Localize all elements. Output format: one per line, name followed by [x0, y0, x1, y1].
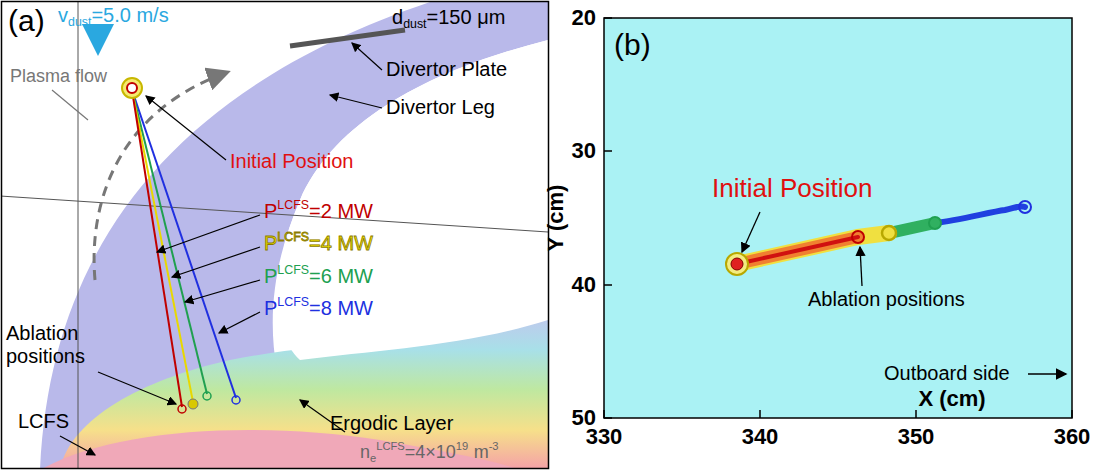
power-label: PLCFS=2 MW	[264, 198, 373, 223]
label-text: LCFS	[277, 295, 309, 309]
label-text: P	[264, 297, 277, 319]
tick-label: 340	[742, 424, 779, 449]
density-note: neLCFS=4×1019 m-3	[360, 440, 499, 465]
direction-label: Outboard side	[884, 362, 1010, 385]
label-text: Initial Position	[712, 173, 872, 203]
dust-size: ddust=150 μm	[392, 6, 505, 32]
label-text: X (cm)	[918, 386, 985, 411]
label-text: 360	[1054, 424, 1091, 449]
label-text: LCFS	[18, 410, 69, 432]
axis-title: X (cm)	[918, 386, 985, 411]
label-text: m	[474, 442, 489, 462]
label-text: LCFS	[376, 440, 405, 452]
label-text: n	[360, 442, 370, 462]
label-text: dust	[403, 17, 426, 31]
label-text: =150 μm	[427, 6, 506, 28]
tick-label: 330	[586, 424, 623, 449]
label-text: 20	[572, 5, 596, 30]
label-text: Ablation positions	[6, 322, 85, 367]
label-text: -3	[489, 440, 499, 452]
label-text: Ablation positions	[808, 288, 965, 310]
label-text: LCFS	[277, 198, 309, 212]
ablation-label: Ablation positions	[808, 288, 965, 311]
position-label: Initial Position	[712, 174, 872, 204]
panel-a-illustration	[2, 2, 548, 468]
axis-title: Y (cm)	[543, 185, 568, 252]
power-label: PLCFS=4 MW	[264, 230, 373, 255]
label-text: v	[58, 4, 68, 26]
label-text: 19	[456, 440, 468, 452]
tick-label: 40	[572, 272, 596, 297]
label-text: LCFS	[277, 230, 309, 244]
power-label: PLCFS=6 MW	[264, 263, 373, 288]
ablation-label: Ablation positions	[6, 322, 106, 368]
label-text: e	[370, 452, 376, 464]
label-text: 40	[572, 272, 596, 297]
panel-letter: (a)	[8, 4, 45, 39]
power-label: PLCFS=8 MW	[264, 295, 373, 320]
label-text: =8 MW	[309, 297, 373, 319]
part-label: Divertor Leg	[386, 96, 495, 119]
label-text: =5.0 m/s	[91, 4, 168, 26]
label-text: =2 MW	[309, 200, 373, 222]
dust-trajectory	[737, 206, 1025, 264]
label-text: LCFS	[277, 263, 309, 277]
label-text: Outboard side	[884, 362, 1010, 384]
label-text: Plasma flow	[10, 66, 107, 86]
label-text: =4 MW	[309, 232, 373, 254]
label-text: =6 MW	[309, 265, 373, 287]
label-text: P	[264, 200, 277, 222]
tick-label: 30	[572, 138, 596, 163]
panel-letter: (b)	[614, 28, 651, 63]
label-text: 330	[586, 424, 623, 449]
tick-label: 350	[898, 424, 935, 449]
label-text: Divertor Plate	[386, 58, 507, 80]
label-text: 350	[898, 424, 935, 449]
flow-label: Plasma flow	[10, 66, 107, 87]
dust-velocity: vdust=5.0 m/s	[58, 4, 169, 30]
part-label: Divertor Plate	[386, 58, 507, 81]
label-text: dust	[68, 15, 91, 29]
label-text: Ergodic Layer	[330, 412, 453, 434]
label-text: P	[264, 232, 277, 254]
plot-area	[604, 18, 1072, 418]
label-text: (b)	[614, 28, 651, 61]
label-text: 340	[742, 424, 779, 449]
label-text: d	[392, 6, 403, 28]
label-text: Initial Position	[230, 150, 353, 172]
position-label: Initial Position	[230, 150, 353, 173]
tick-label: 360	[1054, 424, 1091, 449]
region-label: LCFS	[18, 410, 69, 433]
label-text: P	[264, 265, 277, 287]
label-text: 30	[572, 138, 596, 163]
region-label: Ergodic Layer	[330, 412, 453, 435]
label-text: Divertor Leg	[386, 96, 495, 118]
label-text: (a)	[8, 4, 45, 37]
tick-label: 20	[572, 5, 596, 30]
label-text: Y (cm)	[543, 185, 568, 252]
label-text: =4×10	[405, 442, 456, 462]
